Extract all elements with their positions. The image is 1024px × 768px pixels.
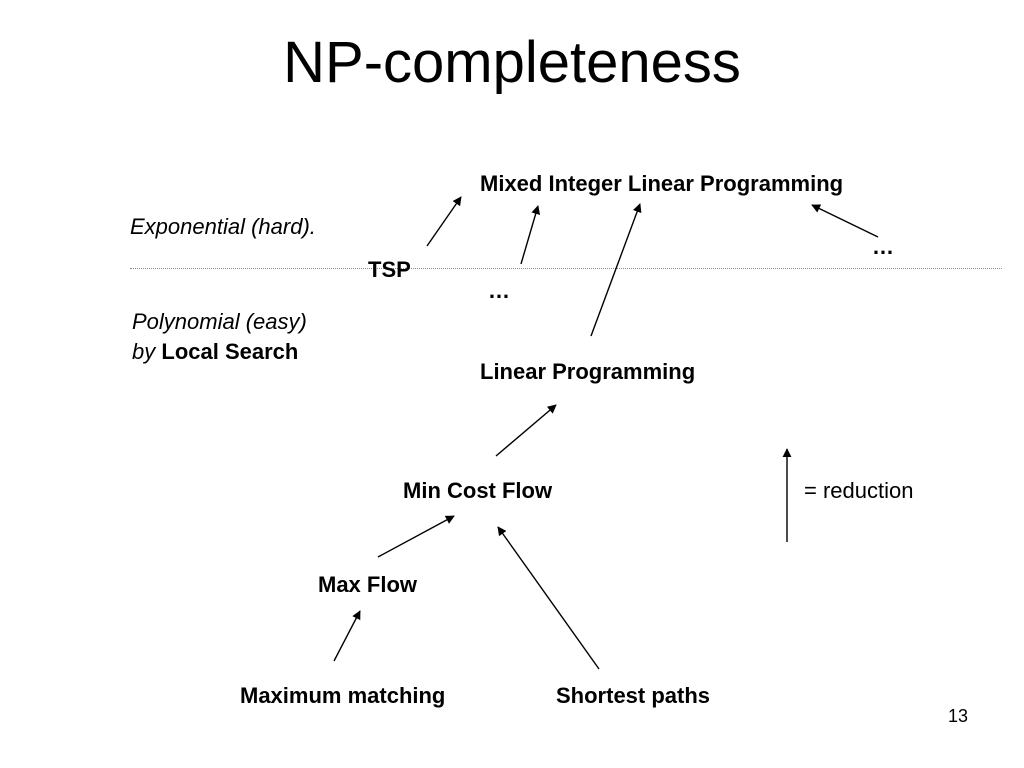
complexity-divider bbox=[130, 268, 1002, 269]
easy-by-word: by bbox=[132, 339, 156, 364]
node-tsp: TSP bbox=[368, 257, 411, 282]
hard-region-label: Exponential (hard). bbox=[130, 214, 316, 239]
arrow-matching-to-maxflow bbox=[333, 610, 361, 662]
slide-title: NP-completeness bbox=[283, 30, 741, 95]
arrow-other-to-milp bbox=[811, 204, 879, 238]
easy-region-method: by Local Search bbox=[132, 339, 298, 365]
page-number: 13 bbox=[947, 706, 968, 726]
node-ellipsis-mid: … bbox=[488, 278, 510, 303]
node-max-flow: Max Flow bbox=[318, 572, 418, 597]
node-min-cost-flow: Min Cost Flow bbox=[403, 478, 553, 503]
legend-equals: = bbox=[804, 478, 817, 503]
node-lp: Linear Programming bbox=[480, 359, 696, 384]
arrow-lp-to-milp bbox=[590, 203, 642, 337]
legend-reduction: = reduction bbox=[804, 478, 914, 504]
node-shortest-paths: Shortest paths bbox=[556, 683, 711, 708]
node-milp: Mixed Integer Linear Programming bbox=[480, 171, 844, 196]
arrow-tsp-to-milp bbox=[426, 196, 462, 247]
local-search-label: Local Search bbox=[161, 339, 299, 364]
easy-region-label: Polynomial (easy) bbox=[132, 309, 307, 334]
arrow-maxflow-to-mincostflow bbox=[377, 515, 455, 558]
node-max-matching: Maximum matching bbox=[240, 683, 446, 708]
arrow-mincostflow-to-lp bbox=[495, 404, 557, 457]
arrow-shortestpaths-to-mincostflow bbox=[497, 526, 600, 670]
legend-label: reduction bbox=[822, 478, 914, 503]
node-ellipsis-top: … bbox=[872, 234, 894, 259]
arrow-ellipsis-to-milp bbox=[520, 205, 541, 265]
